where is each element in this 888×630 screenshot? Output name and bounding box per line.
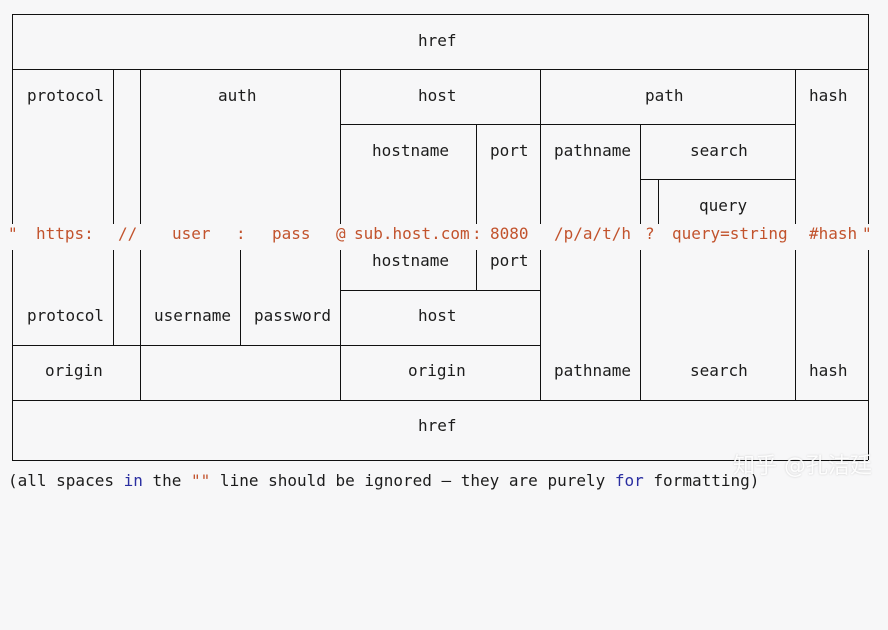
rule bbox=[140, 250, 142, 400]
label-port: port bbox=[490, 141, 529, 160]
label-path: path bbox=[645, 86, 684, 105]
url-colon2: : bbox=[472, 224, 482, 243]
url-slashes: // bbox=[118, 224, 138, 243]
rule bbox=[12, 460, 868, 462]
url-hostname: sub.host.com bbox=[354, 224, 470, 243]
label-hash: hash bbox=[809, 86, 848, 105]
rule bbox=[340, 250, 342, 400]
url-user: user bbox=[172, 224, 211, 243]
row-bottom-auth: protocol username password host bbox=[0, 304, 888, 328]
footnote-quotes: "" bbox=[191, 471, 211, 490]
label-hash-bottom: hash bbox=[809, 361, 848, 380]
label-hostname: hostname bbox=[372, 141, 450, 160]
label-username: username bbox=[154, 306, 232, 325]
row-href-bottom: href bbox=[0, 414, 888, 438]
rule bbox=[240, 250, 242, 345]
watermark: 知乎 @孔洁廷 bbox=[733, 454, 872, 479]
rule bbox=[113, 250, 115, 345]
row-bottom-origin: origin origin pathname search hash bbox=[0, 359, 888, 383]
label-href-bottom: href bbox=[418, 416, 457, 435]
url-at: @ bbox=[336, 224, 346, 243]
rule bbox=[476, 250, 478, 290]
row-query: query bbox=[0, 194, 888, 218]
row-subcomponents: hostname port pathname search bbox=[0, 139, 888, 163]
label-search: search bbox=[690, 141, 748, 160]
url-qmark: ? bbox=[645, 224, 655, 243]
rule bbox=[795, 250, 797, 400]
label-pathname-bottom: pathname bbox=[554, 361, 632, 380]
rule bbox=[140, 69, 142, 224]
label-host-bottom: host bbox=[418, 306, 457, 325]
label-origin-left: origin bbox=[45, 361, 103, 380]
label-protocol: protocol bbox=[27, 86, 105, 105]
rule bbox=[540, 69, 542, 224]
label-href: href bbox=[418, 31, 457, 50]
rule bbox=[12, 14, 14, 224]
url-quote-close: " bbox=[862, 224, 872, 243]
url-quote-open: " bbox=[8, 224, 18, 243]
label-search-bottom: search bbox=[690, 361, 748, 380]
rule bbox=[12, 345, 540, 347]
rule bbox=[795, 69, 797, 224]
rule bbox=[12, 69, 868, 71]
footnote-keyword-in: in bbox=[123, 471, 143, 490]
footnote-part: formatting) bbox=[643, 471, 760, 490]
url-example: " https: // user : pass @ sub.host.com :… bbox=[0, 222, 888, 246]
label-query: query bbox=[699, 196, 748, 215]
rule bbox=[640, 179, 795, 181]
url-structure-diagram: href protocol auth host path hash hostna… bbox=[0, 14, 888, 493]
url-hash: #hash bbox=[809, 224, 858, 243]
footnote-text: (all spaces in the "" line should be ign… bbox=[8, 469, 759, 493]
footnote-keyword-for: for bbox=[614, 471, 644, 490]
url-pass: pass bbox=[272, 224, 311, 243]
rule bbox=[12, 14, 868, 16]
label-auth: auth bbox=[218, 86, 257, 105]
footnote: (all spaces in the "" line should be ign… bbox=[0, 469, 888, 493]
row-bottom-hostname-port: hostname port bbox=[0, 249, 888, 273]
rule bbox=[868, 250, 870, 460]
rule bbox=[12, 400, 868, 402]
rule bbox=[113, 69, 115, 224]
url-colon: : bbox=[236, 224, 246, 243]
rule bbox=[868, 14, 870, 224]
row-href-top: href bbox=[0, 29, 888, 53]
rule bbox=[540, 250, 542, 400]
rule bbox=[658, 179, 660, 224]
rule bbox=[340, 124, 795, 126]
rule bbox=[640, 250, 642, 400]
rule bbox=[340, 69, 342, 224]
label-host: host bbox=[418, 86, 457, 105]
label-origin-mid: origin bbox=[408, 361, 466, 380]
label-port-bottom: port bbox=[490, 251, 529, 270]
rule bbox=[640, 124, 642, 224]
url-port: 8080 bbox=[490, 224, 529, 243]
row-components: protocol auth host path hash bbox=[0, 84, 888, 108]
label-pathname: pathname bbox=[554, 141, 632, 160]
label-password: password bbox=[254, 306, 332, 325]
footnote-part: the bbox=[142, 471, 192, 490]
url-protocol: https: bbox=[36, 224, 94, 243]
label-protocol-bottom: protocol bbox=[27, 306, 105, 325]
url-pathname: /p/a/t/h bbox=[554, 224, 632, 243]
rule bbox=[340, 290, 540, 292]
rule bbox=[476, 124, 478, 224]
footnote-part: line should be ignored — they are purely bbox=[210, 471, 615, 490]
rule bbox=[12, 250, 14, 460]
url-query: query=string bbox=[672, 224, 788, 243]
label-hostname-bottom: hostname bbox=[372, 251, 450, 270]
footnote-part: (all spaces bbox=[8, 471, 124, 490]
